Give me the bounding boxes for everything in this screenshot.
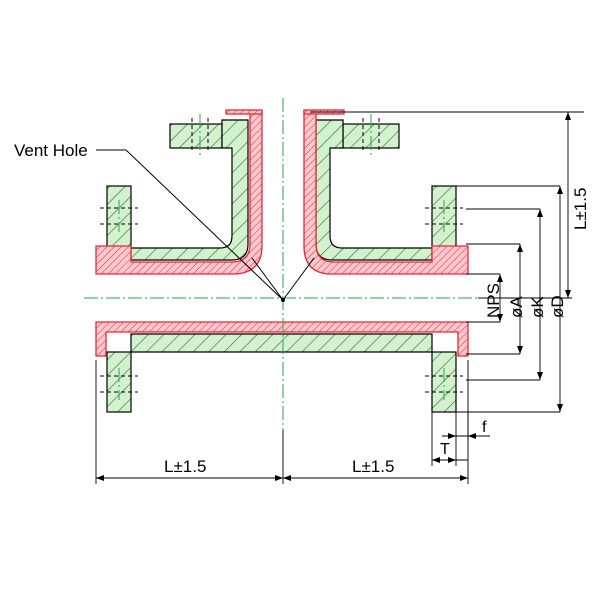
dia-d-label: øD [548,295,567,318]
vent-hole-callout [96,149,315,301]
nps-label: NPS [484,283,503,318]
center-lines [84,98,478,430]
left-length-label: L±1.5 [164,457,206,476]
face-label: f [482,419,487,436]
branch-left-flange [169,123,223,149]
dia-k-label: øK [528,296,547,318]
bolt-holes [100,118,463,393]
dia-a-label: øA [507,296,526,318]
arrowheads [96,112,571,481]
lower-wall [130,333,433,353]
vent-hole-label: Vent Hole [14,141,88,160]
liner [95,109,469,357]
vent-hole-point [281,298,285,302]
right-length-label: L±1.5 [352,457,394,476]
liner-lower [95,321,469,357]
branch-length-label: L±1.5 [571,188,590,230]
upper-right-wall [315,119,433,261]
thickness-label: T [440,441,450,458]
liner-branch-cap-left [225,109,263,115]
